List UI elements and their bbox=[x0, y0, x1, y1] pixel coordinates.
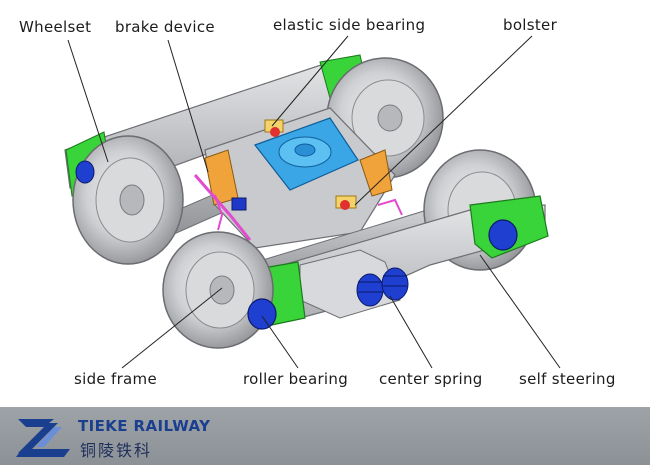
bolster bbox=[204, 107, 396, 249]
label-side-frame: side frame bbox=[74, 370, 157, 388]
brake-device bbox=[193, 174, 403, 241]
wheel-front-left bbox=[162, 231, 274, 349]
center-spring bbox=[356, 267, 409, 307]
roller-bearings bbox=[75, 160, 518, 330]
label-self-steering: self steering bbox=[519, 370, 616, 388]
wheel-rear-left bbox=[72, 135, 184, 265]
brand-footer: TIEKE RAILWAY 铜陵铁科 bbox=[0, 407, 650, 465]
label-elastic-side-bearing: elastic side bearing bbox=[273, 16, 426, 34]
label-wheelset: Wheelset bbox=[19, 18, 92, 36]
brand-name: TIEKE RAILWAY bbox=[78, 417, 211, 435]
brand-name-cn: 铜陵铁科 bbox=[80, 441, 153, 460]
tieke-logo-icon bbox=[16, 419, 70, 457]
bogie-illustration bbox=[64, 35, 561, 369]
label-bolster: bolster bbox=[503, 16, 558, 34]
leader-lines bbox=[67, 35, 561, 369]
label-center-spring: center spring bbox=[379, 370, 483, 388]
label-roller-bearing: roller bearing bbox=[243, 370, 349, 388]
label-brake-device: brake device bbox=[115, 18, 215, 36]
